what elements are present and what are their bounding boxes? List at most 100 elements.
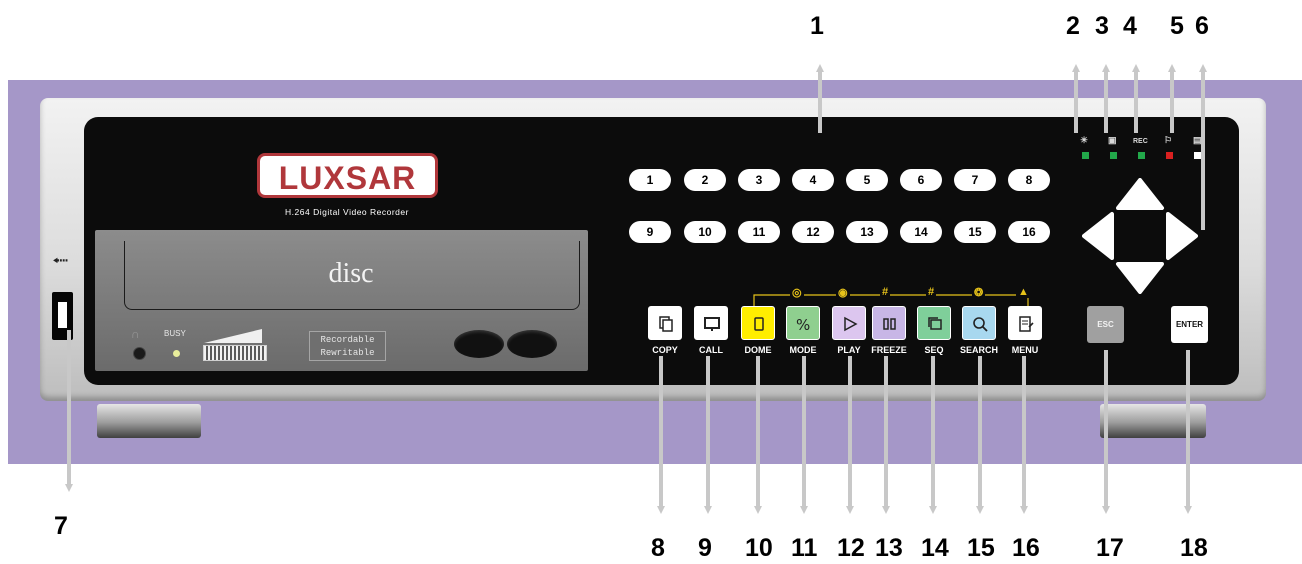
volume-ramp-icon xyxy=(204,329,262,343)
callout-9: 9 xyxy=(698,534,712,562)
seq-label: SEQ xyxy=(924,345,944,355)
hdd-icon: ▣ xyxy=(1108,135,1117,145)
disc-label: disc xyxy=(328,258,374,289)
ptz-auto-icon: ▲ xyxy=(1016,286,1031,298)
media-badge-line-2: Rewritable xyxy=(320,348,375,358)
eject-button-right[interactable] xyxy=(507,330,557,358)
copy-label: COPY xyxy=(652,345,678,355)
camera-button-11[interactable]: 11 xyxy=(738,221,780,243)
esc-button[interactable]: ESC xyxy=(1087,306,1124,343)
camera-button-9[interactable]: 9 xyxy=(629,221,671,243)
search-button[interactable] xyxy=(962,306,996,340)
alarm-led xyxy=(1166,152,1173,159)
menu-label: MENU xyxy=(1011,345,1039,355)
camera-button-6[interactable]: 6 xyxy=(900,169,942,191)
network-icon: ▤ xyxy=(1193,135,1202,145)
camera-button-3[interactable]: 3 xyxy=(738,169,780,191)
callout-13: 13 xyxy=(875,534,903,562)
menu-button[interactable] xyxy=(1008,306,1042,340)
callout-16: 16 xyxy=(1012,534,1040,562)
svg-text:%: % xyxy=(796,316,810,333)
camera-button-10[interactable]: 10 xyxy=(684,221,726,243)
callout-14: 14 xyxy=(921,534,949,562)
copy-icon xyxy=(659,316,673,332)
disc-tray[interactable] xyxy=(124,241,580,310)
direction-pad xyxy=(1082,178,1198,294)
network-led xyxy=(1194,152,1201,159)
callout-12: 12 xyxy=(837,534,865,562)
headphone-jack[interactable] xyxy=(133,347,146,360)
callout-17: 17 xyxy=(1096,534,1124,562)
usb-port-slot xyxy=(58,302,67,328)
ptz-focus-icon: ◉ xyxy=(836,286,850,299)
brand-subtitle: H.264 Digital Video Recorder xyxy=(285,207,409,217)
copy-button[interactable] xyxy=(648,306,682,340)
right-arrow-button[interactable] xyxy=(1166,212,1198,260)
ptz-light-icon: ❂ xyxy=(972,286,986,299)
freeze-icon xyxy=(883,318,896,330)
ptz-zoom-icon: ◎ xyxy=(790,286,804,299)
callout-3: 3 xyxy=(1095,12,1109,40)
callout-1: 1 xyxy=(810,12,824,40)
callout-18: 18 xyxy=(1180,534,1208,562)
freeze-label: FREEZE xyxy=(871,345,907,355)
down-arrow-button[interactable] xyxy=(1116,262,1164,294)
mode-label: MODE xyxy=(789,345,817,355)
mode-button[interactable]: % xyxy=(786,306,820,340)
busy-label: BUSY xyxy=(164,329,186,338)
dome-label: DOME xyxy=(744,345,772,355)
camera-button-16[interactable]: 16 xyxy=(1008,221,1050,243)
seq-button[interactable] xyxy=(917,306,951,340)
search-icon xyxy=(973,317,988,332)
camera-button-8[interactable]: 8 xyxy=(1008,169,1050,191)
monitor-icon xyxy=(704,317,720,331)
callout-2: 2 xyxy=(1066,12,1080,40)
rec-label: REC xyxy=(1133,138,1148,145)
up-arrow-button[interactable] xyxy=(1116,178,1164,210)
callout-6: 6 xyxy=(1195,12,1209,40)
brand-logo: LUXSAR xyxy=(257,153,438,198)
seq-icon xyxy=(928,317,942,330)
camera-button-14[interactable]: 14 xyxy=(900,221,942,243)
power-icon: ☀ xyxy=(1080,135,1089,145)
eject-button-left[interactable] xyxy=(454,330,504,358)
camera-button-2[interactable]: 2 xyxy=(684,169,726,191)
callout-15: 15 xyxy=(967,534,995,562)
alarm-icon: ⚐ xyxy=(1164,135,1173,145)
ptz-bracket-line xyxy=(753,294,1029,308)
left-arrow-button[interactable] xyxy=(1082,212,1114,260)
callout-10: 10 xyxy=(745,534,773,562)
callout-7: 7 xyxy=(54,512,68,540)
busy-led xyxy=(173,350,180,357)
callout-8: 8 xyxy=(651,534,665,562)
play-button[interactable] xyxy=(832,306,866,340)
enter-button[interactable]: ENTER xyxy=(1171,306,1208,343)
media-badge: Recordable Rewritable xyxy=(309,331,386,361)
right-foot xyxy=(1100,404,1206,438)
camera-button-5[interactable]: 5 xyxy=(846,169,888,191)
mode-icon: % xyxy=(796,316,810,333)
callout-5: 5 xyxy=(1170,12,1184,40)
left-foot xyxy=(97,404,201,438)
ptz-preset-icon: # xyxy=(926,286,937,298)
headphone-icon: ∩ xyxy=(131,327,140,341)
rec-led xyxy=(1138,152,1145,159)
callout-4: 4 xyxy=(1123,12,1137,40)
play-icon xyxy=(844,316,858,332)
call-label: CALL xyxy=(699,345,723,355)
menu-icon xyxy=(1019,316,1034,332)
dome-button[interactable] xyxy=(741,306,775,340)
camera-button-12[interactable]: 12 xyxy=(792,221,834,243)
media-badge-line-1: Recordable xyxy=(320,335,375,345)
camera-button-1[interactable]: 1 xyxy=(629,169,671,191)
hdd-led xyxy=(1110,152,1117,159)
call-button[interactable] xyxy=(694,306,728,340)
camera-button-7[interactable]: 7 xyxy=(954,169,996,191)
freeze-button[interactable] xyxy=(872,306,906,340)
dome-icon xyxy=(754,317,764,331)
camera-button-13[interactable]: 13 xyxy=(846,221,888,243)
camera-button-4[interactable]: 4 xyxy=(792,169,834,191)
volume-wheel[interactable] xyxy=(203,345,267,361)
search-label: SEARCH xyxy=(959,345,998,355)
camera-button-15[interactable]: 15 xyxy=(954,221,996,243)
